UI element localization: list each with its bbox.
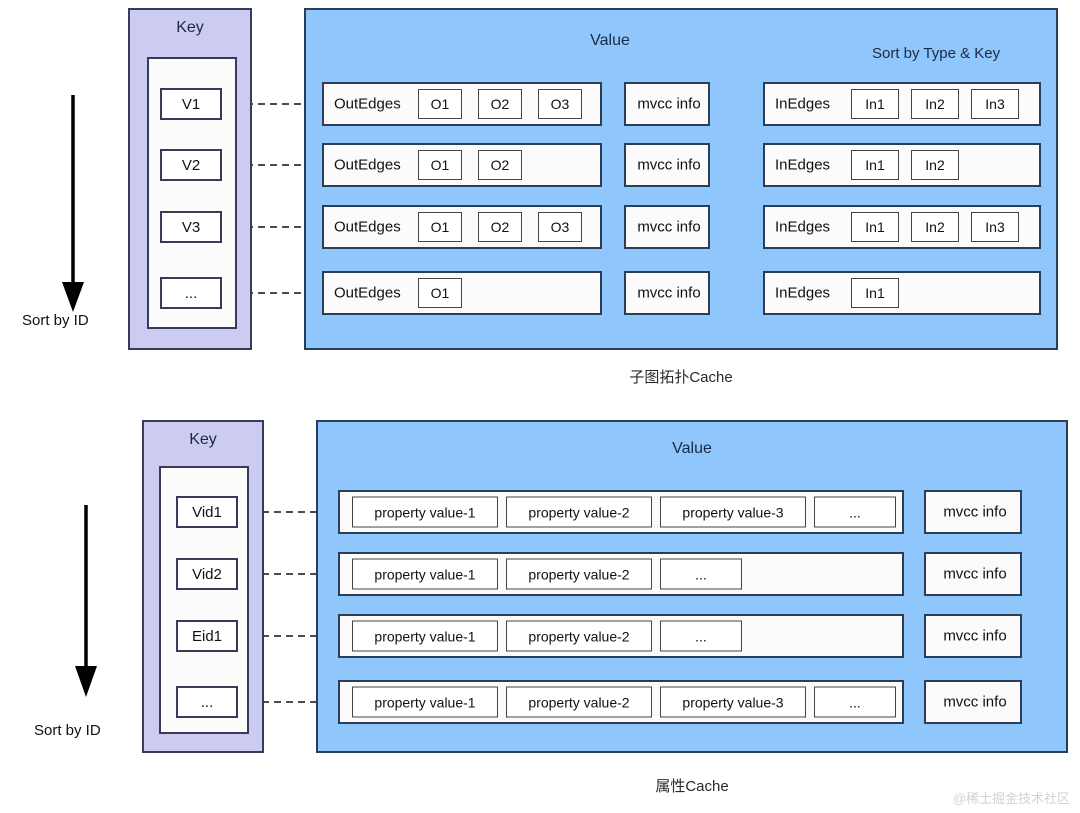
- out-edges-label: OutEdges: [334, 156, 401, 174]
- mvcc-info-box[interactable]: mvcc info: [624, 82, 710, 126]
- key-cell[interactable]: V1: [160, 88, 222, 120]
- sort-by-type-key-label: Sort by Type & Key: [872, 45, 1001, 62]
- mvcc-info-label: mvcc info: [943, 693, 1007, 711]
- mvcc-info-box[interactable]: mvcc info: [924, 490, 1022, 534]
- mvcc-info-label: mvcc info: [943, 565, 1007, 583]
- mvcc-info-box[interactable]: mvcc info: [924, 552, 1022, 596]
- out-edge-slot[interactable]: O2: [478, 212, 522, 242]
- property-slot[interactable]: property value-2: [506, 558, 652, 590]
- topology-key-title: Key: [176, 19, 204, 36]
- sort-by-id-label-bottom: Sort by ID: [34, 722, 101, 739]
- out-edge-slot[interactable]: O1: [418, 89, 462, 119]
- property-slot[interactable]: property value-3: [660, 686, 806, 718]
- mvcc-info-label: mvcc info: [637, 218, 701, 236]
- out-edge-slot[interactable]: O3: [538, 89, 582, 119]
- out-edge-slot[interactable]: O1: [418, 278, 462, 308]
- property-slot[interactable]: property value-1: [352, 620, 498, 652]
- mvcc-info-label: mvcc info: [637, 284, 701, 302]
- key-cell[interactable]: ...: [176, 686, 238, 718]
- out-edges-row[interactable]: OutEdges O1: [322, 271, 602, 315]
- out-edge-slot[interactable]: O3: [538, 212, 582, 242]
- in-edges-label: InEdges: [775, 284, 831, 302]
- key-cell[interactable]: Eid1: [176, 620, 238, 652]
- key-cell[interactable]: V3: [160, 211, 222, 243]
- out-edges-label: OutEdges: [334, 284, 401, 302]
- out-edges-row[interactable]: OutEdges O1 O2: [322, 143, 602, 187]
- out-edge-slot[interactable]: O1: [418, 150, 462, 180]
- property-slot-ellipsis[interactable]: ...: [660, 620, 742, 652]
- out-edges-label: OutEdges: [334, 218, 401, 236]
- key-cell[interactable]: Vid2: [176, 558, 238, 590]
- mvcc-info-box[interactable]: mvcc info: [924, 614, 1022, 658]
- mvcc-info-label: mvcc info: [943, 503, 1007, 521]
- in-edge-slot[interactable]: In2: [911, 212, 959, 242]
- property-slot-ellipsis[interactable]: ...: [660, 558, 742, 590]
- out-edge-slot[interactable]: O1: [418, 212, 462, 242]
- sort-by-id-label-top: Sort by ID: [22, 312, 89, 329]
- in-edge-slot[interactable]: In2: [911, 150, 959, 180]
- in-edges-label: InEdges: [775, 95, 831, 113]
- mvcc-info-label: mvcc info: [943, 627, 1007, 645]
- property-row[interactable]: property value-1 property value-2 proper…: [338, 680, 904, 724]
- in-edges-label: InEdges: [775, 218, 831, 236]
- in-edge-slot[interactable]: In1: [851, 212, 899, 242]
- in-edge-slot[interactable]: In1: [851, 150, 899, 180]
- in-edges-row[interactable]: InEdges In1 In2 In3: [763, 82, 1041, 126]
- mvcc-info-label: mvcc info: [637, 156, 701, 174]
- property-slot-ellipsis[interactable]: ...: [814, 686, 896, 718]
- in-edge-slot[interactable]: In1: [851, 278, 899, 308]
- out-edge-slot[interactable]: O2: [478, 89, 522, 119]
- property-slot[interactable]: property value-1: [352, 558, 498, 590]
- topology-value-title: Value: [590, 32, 630, 49]
- out-edges-label: OutEdges: [334, 95, 401, 113]
- property-value-title: Value: [672, 440, 712, 457]
- in-edge-slot[interactable]: In3: [971, 212, 1019, 242]
- mvcc-info-box[interactable]: mvcc info: [924, 680, 1022, 724]
- property-row[interactable]: property value-1 property value-2 proper…: [338, 490, 904, 534]
- topology-cache-caption: 子图拓扑Cache: [629, 369, 733, 386]
- property-slot-ellipsis[interactable]: ...: [814, 496, 896, 528]
- key-cell[interactable]: Vid1: [176, 496, 238, 528]
- property-key-title: Key: [189, 431, 217, 448]
- property-slot[interactable]: property value-2: [506, 496, 652, 528]
- in-edges-label: InEdges: [775, 156, 831, 174]
- property-row[interactable]: property value-1 property value-2 ...: [338, 552, 904, 596]
- property-slot[interactable]: property value-2: [506, 686, 652, 718]
- property-row[interactable]: property value-1 property value-2 ...: [338, 614, 904, 658]
- watermark: @稀土掘金技术社区: [952, 791, 1070, 806]
- in-edge-slot[interactable]: In1: [851, 89, 899, 119]
- key-cell[interactable]: ...: [160, 277, 222, 309]
- property-slot[interactable]: property value-2: [506, 620, 652, 652]
- property-slot[interactable]: property value-3: [660, 496, 806, 528]
- out-edges-row[interactable]: OutEdges O1 O2 O3: [322, 82, 602, 126]
- in-edges-row[interactable]: InEdges In1 In2 In3: [763, 205, 1041, 249]
- mvcc-info-box[interactable]: mvcc info: [624, 205, 710, 249]
- in-edges-row[interactable]: InEdges In1 In2: [763, 143, 1041, 187]
- mvcc-info-box[interactable]: mvcc info: [624, 271, 710, 315]
- out-edge-slot[interactable]: O2: [478, 150, 522, 180]
- mvcc-info-label: mvcc info: [637, 95, 701, 113]
- property-cache-caption: 属性Cache: [655, 778, 729, 795]
- property-slot[interactable]: property value-1: [352, 496, 498, 528]
- out-edges-row[interactable]: OutEdges O1 O2 O3: [322, 205, 602, 249]
- key-cell[interactable]: V2: [160, 149, 222, 181]
- in-edge-slot[interactable]: In3: [971, 89, 1019, 119]
- in-edges-row[interactable]: InEdges In1: [763, 271, 1041, 315]
- property-slot[interactable]: property value-1: [352, 686, 498, 718]
- mvcc-info-box[interactable]: mvcc info: [624, 143, 710, 187]
- in-edge-slot[interactable]: In2: [911, 89, 959, 119]
